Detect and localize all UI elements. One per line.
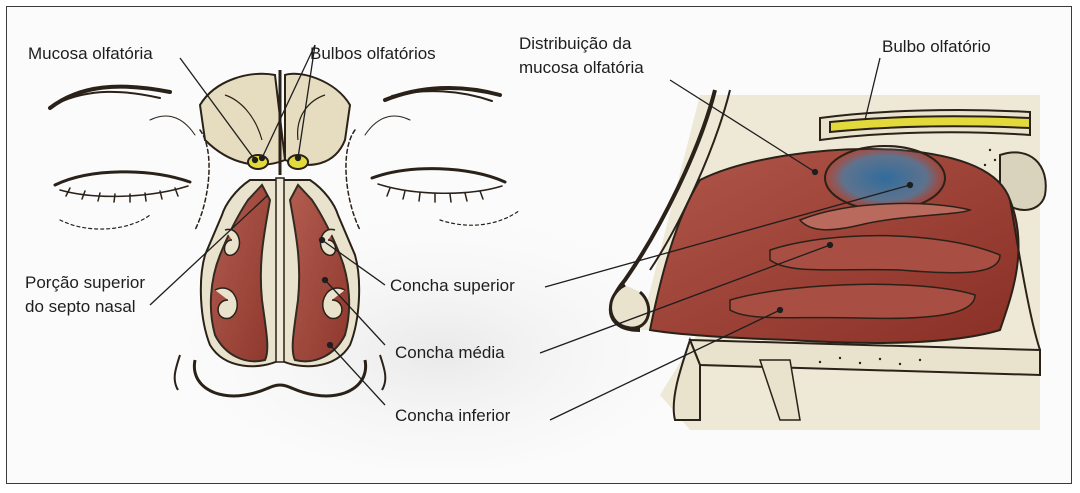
label-bulbo-olfatorio: Bulbo olfatório [882, 36, 991, 57]
label-concha-media: Concha média [395, 342, 505, 363]
label-porcao-line2: do septo nasal [25, 296, 136, 317]
label-concha-inferior: Concha inferior [395, 405, 510, 426]
label-distribuicao-line2: mucosa olfatória [519, 57, 644, 78]
label-mucosa-olfatoria: Mucosa olfatória [28, 43, 153, 64]
label-porcao-line1: Porção superior [25, 272, 145, 293]
left-eyelid [55, 172, 190, 185]
label-concha-superior: Concha superior [390, 275, 515, 296]
label-bulbos-olfatorios: Bulbos olfatórios [310, 43, 436, 64]
olfactory-mucosa-blue [825, 146, 945, 210]
front-cranial-section [200, 70, 350, 175]
label-distribuicao-line1: Distribuição da [519, 33, 631, 54]
right-eyelid [372, 169, 505, 182]
sagittal-view [611, 90, 1046, 430]
